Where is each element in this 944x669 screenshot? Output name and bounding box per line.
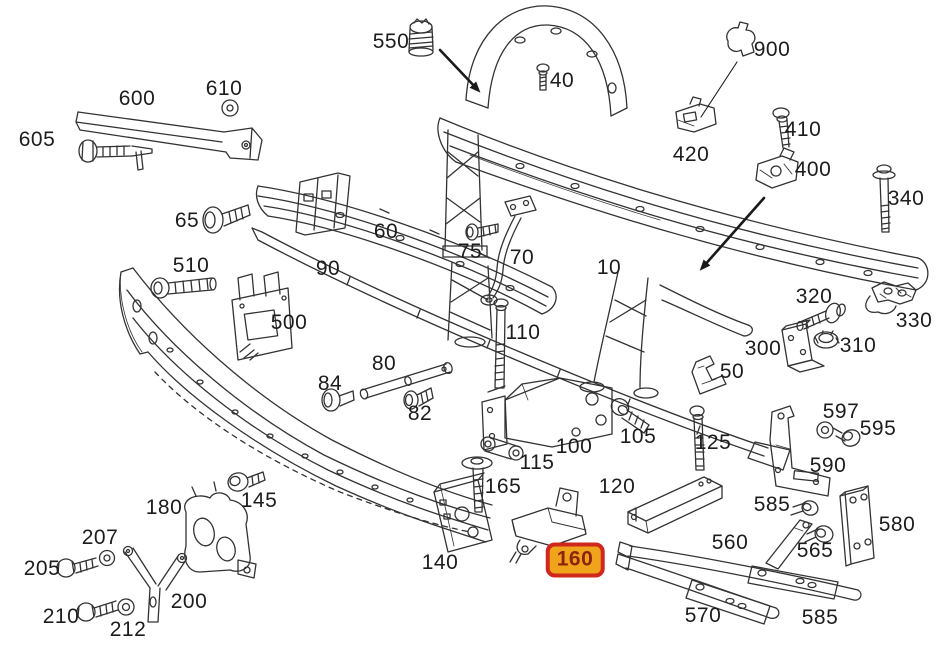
part-drawing-nut-310 [814,331,839,348]
part-drawing-bolt-340 [873,165,895,232]
part-drawing-bracket-50 [692,356,726,394]
part-drawing-bracket-420 [676,97,716,132]
part-drawing-carrier-10 [438,6,928,398]
leader-900-to-420 [701,62,737,117]
arrow-550-to-carrier [440,50,477,89]
part-drawing-bumper-beam-140 [120,268,492,552]
part-drawing-bracket-200 [124,547,187,623]
part-drawing-block-580 [840,486,874,566]
part-drawing-bolt-210 [77,601,118,621]
part-drawing-link-115 [481,437,523,460]
part-drawing-bolt-65 [203,205,250,233]
part-drawing-bolt-205 [57,558,98,577]
part-drawing-bolt-75 [466,224,498,240]
part-drawing-clamp-400 [756,148,798,188]
part-drawing-assembly-330 [866,282,916,314]
part-drawing-bolt-510 [151,278,216,298]
part-drawing-bolt-84 [322,389,354,411]
part-drawing-rail-560 [618,520,861,600]
part-drawing-rail-570 [616,554,779,624]
part-drawing-washer-597 [817,422,833,438]
part-drawing-strip-90 [252,228,790,470]
part-drawing-bracket-500 [232,272,292,360]
part-drawing-bolt-145 [226,471,265,494]
arrow-400-to-carrier-head [699,259,711,271]
part-drawing-bracket-590 [770,406,830,496]
part-drawing-bolt-605 [79,140,152,162]
part-drawing-bolt-320 [797,301,847,330]
part-drawing-bracket-180 [185,482,256,578]
part-drawing-bolt-125 [690,406,704,470]
part-drawing-bar-120 [628,477,722,533]
annotation-arrows [440,50,764,271]
part-drawing-bolt-565 [805,523,835,544]
part-drawing-bolt-82 [404,388,433,409]
part-drawing-crashbox-100 [482,378,612,450]
part-drawing-mount-550 [409,19,433,56]
part-drawing-bar-600 [76,112,262,170]
arrow-400-to-carrier [703,198,764,267]
part-drawing-washer-207 [100,551,115,566]
part-drawing-clip-900 [727,22,755,56]
part-drawing-bracket-300 [782,320,824,372]
part-drawing-washer-610 [222,100,238,116]
part-drawing-bolt-165 [462,457,492,512]
part-drawing-bolt-105 [608,395,649,433]
part-drawing-bolt-595 [833,427,863,449]
part-drawing-washer-212 [118,599,134,615]
part-drawing-bolt-410 [773,108,790,148]
part-drawing-mount-160 [510,488,586,563]
part-drawing-bolt-585-upper [791,499,820,518]
part-drawing-upper-beam-60 [256,173,556,314]
part-drawing-screw-40 [537,64,549,90]
part-drawing-tube-80 [359,362,453,400]
arrow-550-to-carrier-head [469,81,481,93]
